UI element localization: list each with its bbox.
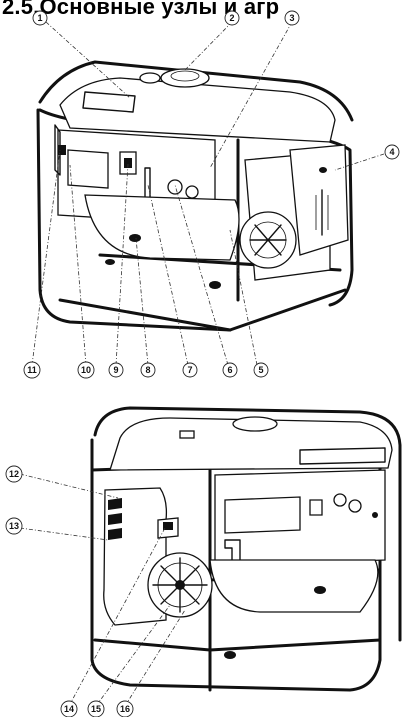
- svg-text:16: 16: [120, 704, 130, 714]
- svg-text:2: 2: [229, 13, 234, 23]
- svg-text:1: 1: [37, 13, 42, 23]
- callout-5: 5: [253, 362, 269, 378]
- callout-3: 3: [284, 10, 300, 26]
- svg-text:15: 15: [91, 704, 101, 714]
- generator-bottom-view: [90, 406, 402, 692]
- section-heading: 2.5.Основные узлы и агр: [2, 0, 280, 19]
- callout-14: 14: [60, 700, 78, 717]
- svg-text:3: 3: [289, 13, 294, 23]
- fuel-tank: [59, 77, 336, 143]
- svg-text:10: 10: [81, 365, 91, 375]
- callout-1: 1: [32, 10, 48, 26]
- callout-16: 16: [116, 700, 134, 717]
- leader-lines: [19, 21, 385, 707]
- callout-12: 12: [5, 465, 23, 483]
- svg-text:12: 12: [9, 469, 19, 479]
- callout-13: 13: [5, 517, 23, 535]
- svg-text:7: 7: [187, 365, 192, 375]
- muffler-cover: [289, 144, 349, 256]
- callout-2: 2: [224, 10, 240, 26]
- callout-9: 9: [108, 362, 124, 378]
- svg-text:8: 8: [145, 365, 150, 375]
- svg-text:14: 14: [64, 704, 74, 714]
- fuel-cap: [160, 68, 210, 88]
- callout-11: 11: [23, 361, 41, 379]
- generator-top-view: [36, 60, 354, 332]
- callout-6: 6: [222, 362, 238, 378]
- callout-7: 7: [182, 362, 198, 378]
- callout-10: 10: [77, 361, 95, 379]
- fuel-gauge: [139, 72, 161, 84]
- callout-8: 8: [140, 362, 156, 378]
- svg-text:9: 9: [113, 365, 118, 375]
- svg-text:11: 11: [27, 365, 37, 375]
- svg-text:5: 5: [258, 365, 263, 375]
- svg-text:6: 6: [227, 365, 232, 375]
- svg-text:4: 4: [389, 147, 394, 157]
- svg-text:13: 13: [9, 521, 19, 531]
- callout-4: 4: [384, 144, 400, 160]
- callout-15: 15: [87, 700, 105, 717]
